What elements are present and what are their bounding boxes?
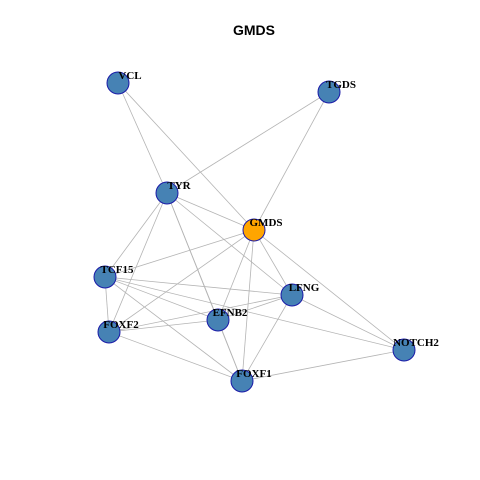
edge-foxf2-foxf1 xyxy=(108,331,243,382)
edge-gmds-foxf2 xyxy=(108,229,255,333)
node-label-foxf2: FOXF2 xyxy=(103,319,139,331)
node-tcf15 xyxy=(93,265,117,289)
edge-layer xyxy=(104,82,405,382)
node-foxf2 xyxy=(97,320,121,344)
node-tgds xyxy=(317,80,341,104)
edge-efnb2-foxf2 xyxy=(108,319,219,333)
node-efnb2 xyxy=(206,308,230,332)
node-label-lfng: LFNG xyxy=(289,282,320,294)
edge-lfng-foxf1 xyxy=(241,294,293,382)
edge-gmds-lfng xyxy=(253,229,293,296)
node-label-tcf15: TCF15 xyxy=(101,264,135,276)
node-label-gmds: GMDS xyxy=(250,217,283,229)
edge-tyr-tcf15 xyxy=(104,192,168,278)
edge-vcl-gmds xyxy=(117,82,255,231)
node-label-notch2: NOTCH2 xyxy=(393,337,439,349)
node-tyr xyxy=(155,181,179,205)
edge-tyr-gmds xyxy=(166,192,255,231)
edge-vcl-tyr xyxy=(117,82,168,194)
edge-lfng-foxf2 xyxy=(108,294,293,333)
edge-tcf15-efnb2 xyxy=(104,276,219,321)
edge-tcf15-foxf1 xyxy=(104,276,243,382)
graph-title: GMDS xyxy=(233,22,275,38)
node-layer xyxy=(93,71,416,393)
node-foxf1 xyxy=(230,369,254,393)
edge-gmds-efnb2 xyxy=(217,229,255,321)
edge-tcf15-notch2 xyxy=(104,276,405,351)
node-label-vcl: VCL xyxy=(118,70,141,82)
node-notch2 xyxy=(392,338,416,362)
node-gmds xyxy=(242,218,266,242)
edge-tyr-foxf2 xyxy=(108,192,168,333)
node-label-efnb2: EFNB2 xyxy=(213,307,248,319)
node-label-foxf1: FOXF1 xyxy=(236,368,271,380)
edge-tgds-tyr xyxy=(166,91,330,194)
node-vcl xyxy=(106,71,130,95)
node-label-tgds: TGDS xyxy=(326,79,356,91)
edge-tyr-lfng xyxy=(166,192,293,296)
edge-lfng-notch2 xyxy=(291,294,405,351)
edge-gmds-foxf1 xyxy=(241,229,255,382)
edge-tgds-gmds xyxy=(253,91,330,231)
edge-tcf15-lfng xyxy=(104,276,293,296)
edge-gmds-notch2 xyxy=(253,229,405,351)
edge-lfng-efnb2 xyxy=(217,294,293,321)
node-lfng xyxy=(280,283,304,307)
node-label-tyr: TYR xyxy=(167,180,191,192)
edge-foxf1-notch2 xyxy=(241,349,405,382)
edge-gmds-tcf15 xyxy=(104,229,255,278)
